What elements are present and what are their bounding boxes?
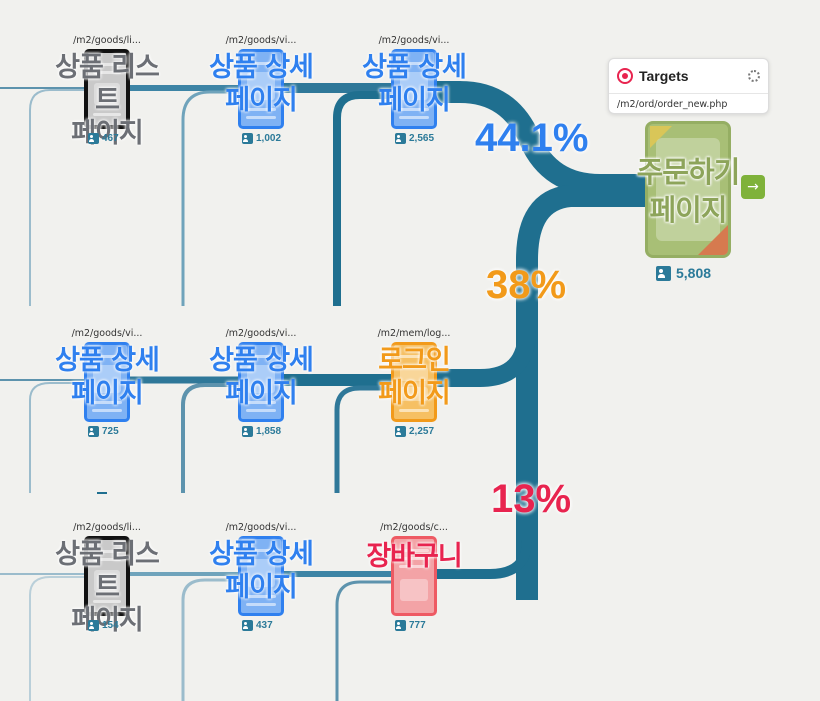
conversion-pct-bottom: 13% — [491, 477, 572, 521]
node-label: 상품 상세 페이지 — [209, 52, 314, 116]
node-label: 로그인 페이지 — [378, 345, 451, 409]
node-r2-c1[interactable]: /m2/goods/vi... 상품 상세 페이지 725 — [55, 328, 160, 437]
node-url: /m2/goods/c... — [380, 522, 448, 533]
visitor-count: 467 — [88, 133, 119, 144]
user-icon — [242, 620, 253, 631]
user-icon — [88, 133, 99, 144]
node-label: 상품 상세 페이지 — [362, 52, 467, 116]
goal-thumbnail[interactable] — [645, 121, 731, 258]
node-r3-c2[interactable]: /m2/goods/vi... 상품 상세 페이지 437 — [209, 522, 314, 631]
user-icon — [242, 133, 253, 144]
user-icon — [395, 620, 406, 631]
page-thumbnail[interactable] — [84, 536, 130, 616]
conversion-pct-middle: 38% — [486, 263, 567, 307]
page-thumbnail[interactable] — [238, 536, 284, 616]
node-url: /m2/goods/li... — [73, 35, 141, 46]
visitor-count: 777 — [395, 620, 426, 631]
gear-icon[interactable] — [748, 70, 760, 82]
node-url: /m2/goods/vi... — [225, 522, 297, 533]
goal-visitor-count: 5,808 — [656, 265, 711, 281]
page-thumbnail[interactable] — [238, 49, 284, 129]
targets-title: Targets — [639, 68, 689, 84]
conversion-pct-top: 44.1% — [475, 116, 589, 160]
visitor-count: 2,565 — [395, 133, 434, 144]
node-r3-c1[interactable]: /m2/goods/li... 상품 리스트 페이지 154 — [55, 522, 160, 636]
target-icon — [617, 68, 633, 84]
node-label: 상품 상세 페이지 — [209, 539, 314, 603]
target-url: /m2/ord/order_new.php — [617, 99, 728, 110]
node-r1-c2[interactable]: /m2/goods/vi... 상품 상세 페이지 1,002 — [209, 35, 314, 144]
node-label: 상품 상세 페이지 — [55, 345, 160, 409]
page-thumbnail[interactable] — [391, 536, 437, 616]
visitor-count: 1,858 — [242, 426, 281, 437]
goal-node[interactable]: 주문하기 페이지 → — [637, 121, 765, 258]
node-label: 상품 상세 페이지 — [209, 345, 314, 409]
page-thumbnail[interactable] — [391, 49, 437, 129]
user-icon — [395, 133, 406, 144]
visitor-count: 1,002 — [242, 133, 281, 144]
page-thumbnail[interactable] — [238, 342, 284, 422]
page-thumbnail[interactable] — [84, 342, 130, 422]
visitor-count: 154 — [88, 620, 119, 631]
node-label: 장바구니 — [366, 541, 462, 572]
node-url: /m2/goods/vi... — [225, 35, 297, 46]
node-url: /m2/goods/vi... — [378, 35, 450, 46]
star-icon — [650, 126, 672, 148]
settings-corner-icon — [698, 225, 728, 255]
user-icon — [88, 426, 99, 437]
visitor-count: 437 — [242, 620, 273, 631]
targets-panel[interactable]: Targets /m2/ord/order_new.php — [608, 58, 769, 114]
node-label: 상품 리스트 페이지 — [55, 539, 160, 636]
user-icon — [88, 620, 99, 631]
user-icon — [395, 426, 406, 437]
node-r2-c3[interactable]: /m2/mem/log... 로그인 페이지 2,257 — [378, 328, 451, 437]
node-url: /m2/mem/log... — [377, 328, 451, 339]
node-url: /m2/goods/vi... — [225, 328, 297, 339]
visitor-count: 2,257 — [395, 426, 434, 437]
node-r1-c3[interactable]: /m2/goods/vi... 상품 상세 페이지 2,565 — [362, 35, 467, 144]
node-label: 상품 리스트 페이지 — [55, 52, 160, 149]
page-thumbnail[interactable] — [84, 49, 130, 129]
user-icon — [656, 265, 671, 281]
node-r3-c3[interactable]: /m2/goods/c... 장바구니 777 — [366, 522, 463, 631]
user-icon — [242, 426, 253, 437]
divider-mark — [97, 492, 107, 494]
node-url: /m2/goods/vi... — [71, 328, 143, 339]
node-r2-c2[interactable]: /m2/goods/vi... 상품 상세 페이지 1,858 — [209, 328, 314, 437]
page-thumbnail[interactable] — [391, 342, 437, 422]
goal-label: 주문하기 페이지 — [636, 155, 741, 227]
visitor-count: 725 — [88, 426, 119, 437]
exit-arrow-icon[interactable]: → — [741, 175, 765, 199]
node-url: /m2/goods/li... — [73, 522, 141, 533]
node-r1-c1[interactable]: /m2/goods/li... 상품 리스트 페이지 467 — [55, 35, 160, 149]
